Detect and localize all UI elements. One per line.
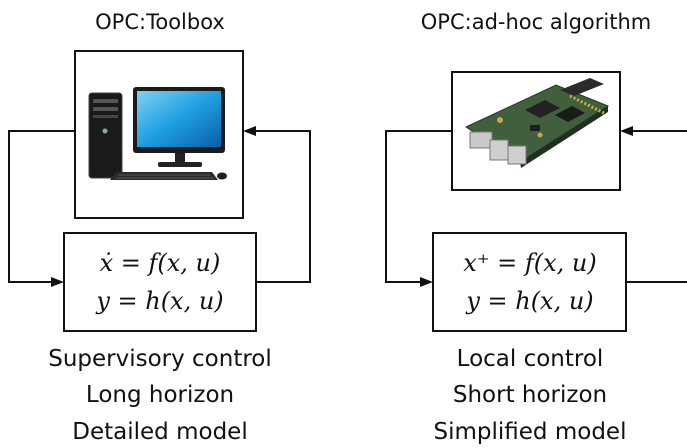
right-arrowhead-to-controller bbox=[620, 126, 633, 136]
left-control-signal-line bbox=[8, 130, 75, 283]
left-caption-1: Supervisory control bbox=[48, 346, 272, 372]
right-equation-output: y = h(x, u) bbox=[465, 287, 593, 315]
right-caption-2: Short horizon bbox=[453, 382, 607, 408]
right-equation-state: x⁺ = f(x, u) bbox=[463, 249, 596, 277]
left-model-box bbox=[63, 232, 257, 332]
right-caption-3: Simplified model bbox=[434, 419, 627, 445]
left-measurement-line bbox=[255, 130, 311, 283]
left-arrowhead-to-model bbox=[51, 277, 64, 287]
right-title: OPC:ad-hoc algorithm bbox=[421, 10, 651, 34]
desktop-computer-icon bbox=[88, 87, 227, 180]
left-caption-3: Detailed model bbox=[72, 419, 247, 445]
left-title: OPC:Toolbox bbox=[95, 10, 225, 34]
right-control-signal-line bbox=[385, 130, 452, 283]
circuit-board-icon bbox=[464, 78, 610, 168]
right-model-box bbox=[432, 232, 627, 332]
left-equation-output: y = h(x, u) bbox=[95, 287, 223, 315]
left-caption-2: Long horizon bbox=[86, 382, 234, 408]
left-equation-state: ẋ = f(x, u) bbox=[100, 249, 221, 277]
left-arrowhead-to-controller bbox=[243, 126, 256, 136]
right-caption-1: Local control bbox=[457, 346, 604, 372]
right-arrowhead-to-model bbox=[420, 277, 433, 287]
